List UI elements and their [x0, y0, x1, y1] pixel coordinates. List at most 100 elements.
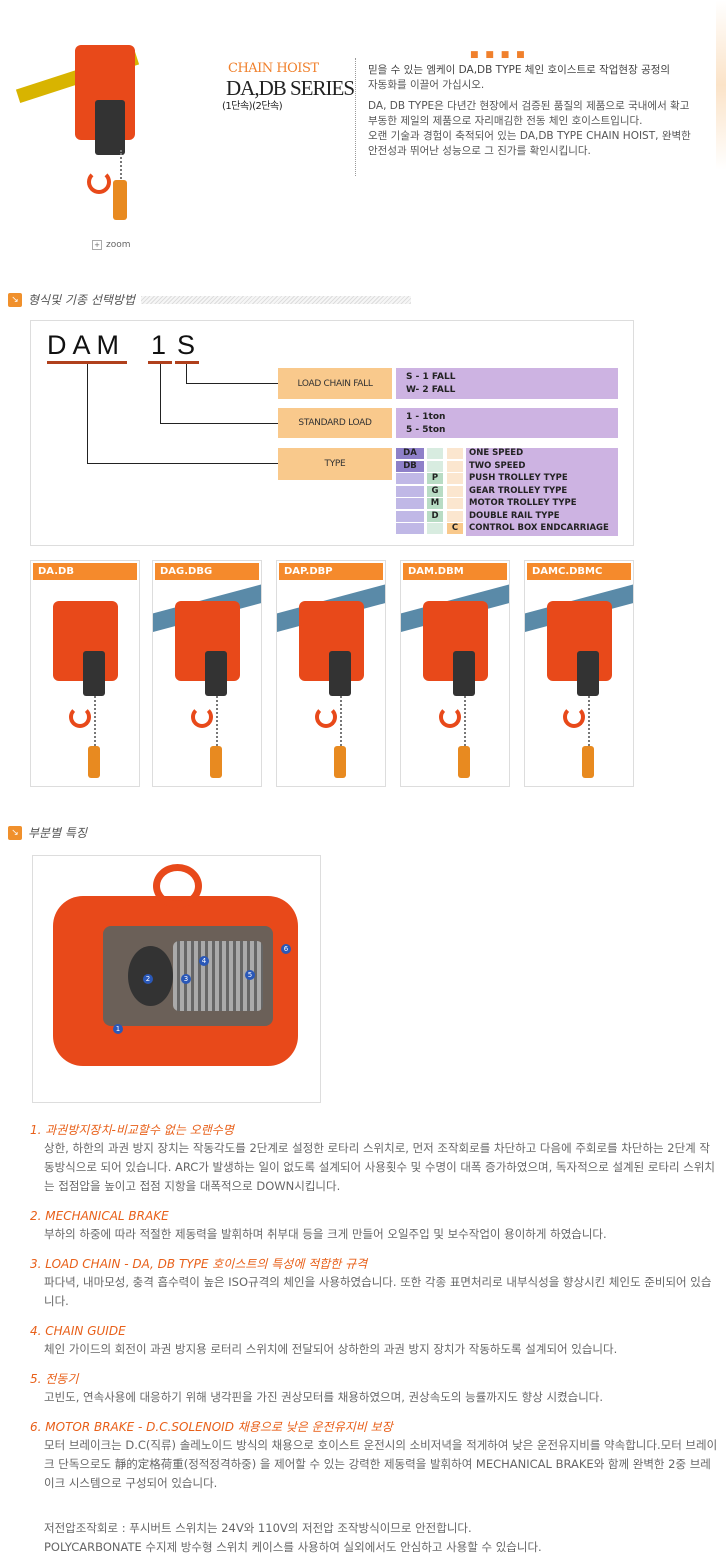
- zoom-icon: +: [92, 240, 102, 250]
- product-card[interactable]: DAP.DBP: [276, 560, 386, 787]
- feature-title: 5. 전동기: [30, 1372, 79, 1386]
- product-name: DA.DB: [33, 563, 137, 580]
- right-edge-strip: [716, 0, 726, 170]
- code-series: D A M: [47, 330, 120, 360]
- control-code: [447, 473, 463, 484]
- feature-title: 2. MECHANICAL BRAKE: [30, 1209, 169, 1223]
- connector: [87, 463, 278, 464]
- dots: ■ ■ ■ ■: [470, 50, 527, 60]
- control-code: [447, 498, 463, 509]
- zoom-button[interactable]: + zoom: [92, 240, 131, 250]
- intro-text: 믿을 수 있는 엠케이 DA,DB TYPE 체인 호이스트로 작업현장 공정의…: [368, 64, 691, 157]
- product-name: DAMC.DBMC: [527, 563, 631, 580]
- code-load: 1: [151, 330, 167, 360]
- feature-title: 4. CHAIN GUIDE: [30, 1324, 126, 1338]
- connector: [87, 364, 88, 464]
- part-callout: 1: [113, 1024, 123, 1034]
- section-header-part-features: ↘ 부분별 특징: [8, 824, 87, 841]
- series-code: [396, 498, 424, 509]
- model-code-diagram: [30, 320, 634, 546]
- subtitle: CHAIN HOIST: [228, 61, 319, 76]
- part-callout: 5: [245, 970, 255, 980]
- page-title: DA,DB SERIES: [226, 76, 355, 100]
- connector: [160, 423, 278, 424]
- underline: [47, 361, 127, 364]
- type-description: ONE SPEED: [469, 448, 524, 458]
- series-code: [396, 473, 424, 484]
- product-name: DAP.DBP: [279, 563, 383, 580]
- feature-body: 모터 브레이크는 D.C(직류) 솔레노이드 방식의 채용으로 호이스트 운전시…: [44, 1438, 718, 1490]
- type-description: MOTOR TROLLEY TYPE: [469, 498, 577, 508]
- control-code: [447, 448, 463, 459]
- trolley-code: [427, 460, 443, 472]
- type-description: DOUBLE RAIL TYPE: [469, 510, 560, 521]
- product-card[interactable]: DA.DB: [30, 560, 140, 787]
- header-bar: [141, 295, 411, 304]
- series-code: DB: [396, 460, 424, 472]
- trolley-code: [427, 448, 443, 459]
- connector: [186, 383, 278, 384]
- control-code: [447, 485, 463, 497]
- underline: [148, 361, 172, 364]
- feature-title: 6. MOTOR BRAKE - D.C.SOLENOID 채용으로 낮은 운전…: [30, 1420, 393, 1434]
- series-code: [396, 510, 424, 522]
- series-code: [396, 485, 424, 497]
- notes: 저전압조작회로 : 푸시버트 스위치는 24V와 110V의 저전압 조작방식이…: [30, 1519, 720, 1557]
- feature-body: 고빈도, 연속사용에 대응하기 위해 냉각핀을 가진 권상모터를 채용하였으며,…: [44, 1390, 604, 1404]
- connector: [160, 364, 161, 423]
- part-callout: 3: [181, 974, 191, 984]
- series-code: [396, 523, 424, 534]
- feature: 3. LOAD CHAIN - DA, DB TYPE 호이스트의 특성에 적합…: [30, 1256, 720, 1311]
- note: POLYCARBONATE 수지제 방수형 스위치 케이스를 사용하여 실외에서…: [44, 1540, 542, 1554]
- product-card[interactable]: DAG.DBG: [152, 560, 262, 787]
- trolley-code: [427, 523, 443, 534]
- product-name: DAM.DBM: [403, 563, 507, 580]
- trolley-code: G: [427, 485, 443, 497]
- type-description: PUSH TROLLEY TYPE: [469, 473, 568, 483]
- feature-body: 부하의 하중에 따라 적절한 제동력을 발휘하며 취부대 등을 크게 만들어 오…: [44, 1227, 607, 1241]
- load-chain-fall-label: LOAD CHAIN FALL: [278, 368, 392, 399]
- type-table-bg: [466, 448, 618, 536]
- type-description: CONTROL BOX ENDCARRIAGE: [469, 523, 609, 533]
- part-callout: 6: [281, 944, 291, 954]
- feature-body: 체인 가이드의 회전이 과권 방지용 로터리 스위치에 전달되어 상하한의 과권…: [44, 1342, 618, 1356]
- type-description: TWO SPEED: [469, 460, 526, 471]
- feature: 2. MECHANICAL BRAKE 부하의 하중에 따라 적절한 제동력을 발…: [30, 1208, 720, 1244]
- feature-body: 상한, 하한의 과권 방지 장치는 작동각도를 2단계로 설정한 로타리 스위치…: [44, 1141, 716, 1193]
- type-description: GEAR TROLLEY TYPE: [469, 485, 568, 496]
- control-code: [447, 510, 463, 522]
- arrow-icon: ↘: [8, 292, 22, 307]
- standard-load-values: 1 - 1ton 5 - 5ton: [396, 408, 618, 438]
- trolley-code: P: [427, 473, 443, 484]
- standard-load-label: STANDARD LOAD: [278, 408, 392, 438]
- feature-title: 1. 과권방지장치-비교할수 없는 오랜수명: [30, 1123, 234, 1137]
- product-card[interactable]: DAMC.DBMC: [524, 560, 634, 787]
- series-code: DA: [396, 448, 424, 459]
- feature: 6. MOTOR BRAKE - D.C.SOLENOID 채용으로 낮은 운전…: [30, 1419, 720, 1493]
- arrow-icon: ↘: [8, 825, 22, 840]
- control-code: [447, 460, 463, 472]
- code-fall: S: [177, 330, 196, 360]
- hoist-photo[interactable]: [15, 20, 140, 235]
- type-label: TYPE: [278, 448, 392, 480]
- feature: 4. CHAIN GUIDE 체인 가이드의 회전이 과권 방지용 로터리 스위치…: [30, 1323, 720, 1359]
- trolley-code: D: [427, 510, 443, 522]
- trolley-code: M: [427, 498, 443, 509]
- section-header-model-selection: ↘ 형식및 기종 선택방법: [8, 291, 411, 308]
- product-name: DAG.DBG: [155, 563, 259, 580]
- note: 저전압조작회로 : 푸시버트 스위치는 24V와 110V의 저전압 조작방식이…: [44, 1521, 472, 1535]
- divider: [355, 58, 356, 176]
- speed-label: (1단속)(2단속): [222, 101, 283, 112]
- product-card[interactable]: DAM.DBM: [400, 560, 510, 787]
- underline: [175, 361, 199, 364]
- part-callout: 4: [199, 956, 209, 966]
- feature-title: 3. LOAD CHAIN - DA, DB TYPE 호이스트의 특성에 적합…: [30, 1257, 368, 1271]
- load-chain-fall-values: S - 1 FALL W- 2 FALL: [396, 368, 618, 399]
- connector: [186, 364, 187, 383]
- control-code: C: [447, 523, 463, 534]
